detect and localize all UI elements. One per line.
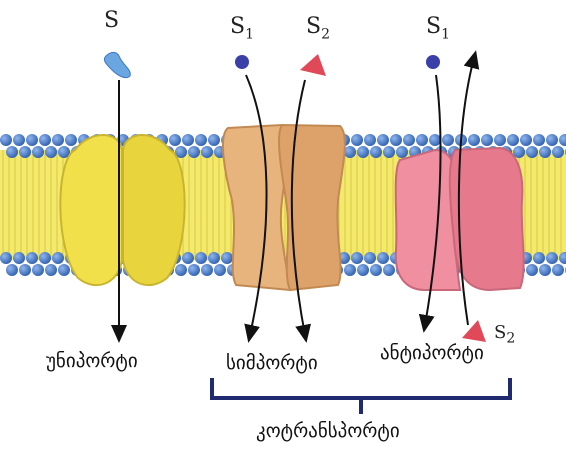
- lipid-head: [364, 252, 376, 264]
- lipid-head: [32, 146, 44, 158]
- lipid-head: [357, 146, 369, 158]
- cotransport-bracket: [212, 378, 510, 414]
- lipid-head: [6, 146, 18, 158]
- lipid-head: [494, 134, 506, 146]
- lipid-head: [344, 146, 356, 158]
- lipid-head: [169, 134, 181, 146]
- lipid-head: [442, 134, 454, 146]
- lipid-head: [552, 264, 564, 276]
- lipid-head: [377, 134, 389, 146]
- lipid-head: [546, 252, 558, 264]
- lipid-head: [58, 264, 70, 276]
- lipid-head: [403, 134, 415, 146]
- lipid-head: [201, 264, 213, 276]
- lipid-head: [201, 146, 213, 158]
- lipid-head: [481, 134, 493, 146]
- lipid-head: [39, 134, 51, 146]
- lipid-head: [539, 264, 551, 276]
- lipid-head: [533, 134, 545, 146]
- lipid-head: [221, 252, 233, 264]
- lipid-head: [351, 134, 363, 146]
- lipid-head: [182, 252, 194, 264]
- molecule-s2-antiport: [462, 320, 486, 342]
- lipid-head: [344, 264, 356, 276]
- symport-label: სიმპორტი: [226, 352, 318, 374]
- lipid-head: [13, 252, 25, 264]
- lipid-head: [539, 146, 551, 158]
- lipid-head: [526, 264, 538, 276]
- substrate-s-label: S: [104, 8, 119, 33]
- lipid-head: [208, 134, 220, 146]
- lipid-head: [175, 264, 187, 276]
- lipid-head: [195, 252, 207, 264]
- lipid-head: [351, 252, 363, 264]
- uniporter-protein: [60, 135, 184, 285]
- lipid-head: [429, 134, 441, 146]
- uniport-label: უნიპორტი: [46, 350, 138, 372]
- lipid-head: [39, 252, 51, 264]
- lipid-head: [383, 264, 395, 276]
- lipid-head: [390, 134, 402, 146]
- lipid-head: [520, 134, 532, 146]
- lipid-head: [396, 146, 408, 158]
- lipid-head: [416, 134, 428, 146]
- lipid-head: [364, 134, 376, 146]
- lipid-head: [65, 134, 77, 146]
- molecule-s-uniport: [104, 52, 130, 77]
- lipid-head: [52, 252, 64, 264]
- lipid-head: [6, 264, 18, 276]
- lipid-head: [370, 264, 382, 276]
- lipid-head: [546, 134, 558, 146]
- molecule-s1-antiport: [426, 55, 440, 69]
- lipid-head: [188, 146, 200, 158]
- lipid-head: [19, 264, 31, 276]
- lipid-head: [26, 134, 38, 146]
- lipid-head: [26, 252, 38, 264]
- lipid-head: [0, 252, 12, 264]
- lipid-head: [208, 252, 220, 264]
- lipid-head: [52, 134, 64, 146]
- molecule-s2-symport: [300, 54, 326, 76]
- substrate-s2-symport-label: S2: [306, 14, 330, 42]
- lipid-head: [13, 134, 25, 146]
- lipid-head: [195, 134, 207, 146]
- molecule-s1-symport: [235, 55, 249, 69]
- lipid-head: [19, 146, 31, 158]
- antiport-label: ანტიპორტი: [380, 342, 484, 364]
- lipid-head: [377, 252, 389, 264]
- lipid-head: [45, 146, 57, 158]
- lipid-head: [357, 264, 369, 276]
- lipid-head: [214, 264, 226, 276]
- lipid-head: [45, 264, 57, 276]
- lipid-head: [552, 146, 564, 158]
- lipid-head: [188, 264, 200, 276]
- lipid-head: [533, 252, 545, 264]
- substrate-s1-antiport-label: S1: [426, 14, 450, 42]
- lipid-head: [526, 146, 538, 158]
- lipid-head: [370, 146, 382, 158]
- substrate-s1-symport-label: S1: [230, 14, 254, 42]
- lipid-head: [559, 134, 566, 146]
- lipid-head: [182, 134, 194, 146]
- lipid-head: [468, 134, 480, 146]
- lipid-head: [507, 134, 519, 146]
- lipid-head: [0, 134, 12, 146]
- substrate-s2-antiport-label: S2: [494, 322, 515, 347]
- lipid-head: [383, 146, 395, 158]
- lipid-head: [32, 264, 44, 276]
- cotransport-label: კოტრანსპორტი: [256, 420, 400, 442]
